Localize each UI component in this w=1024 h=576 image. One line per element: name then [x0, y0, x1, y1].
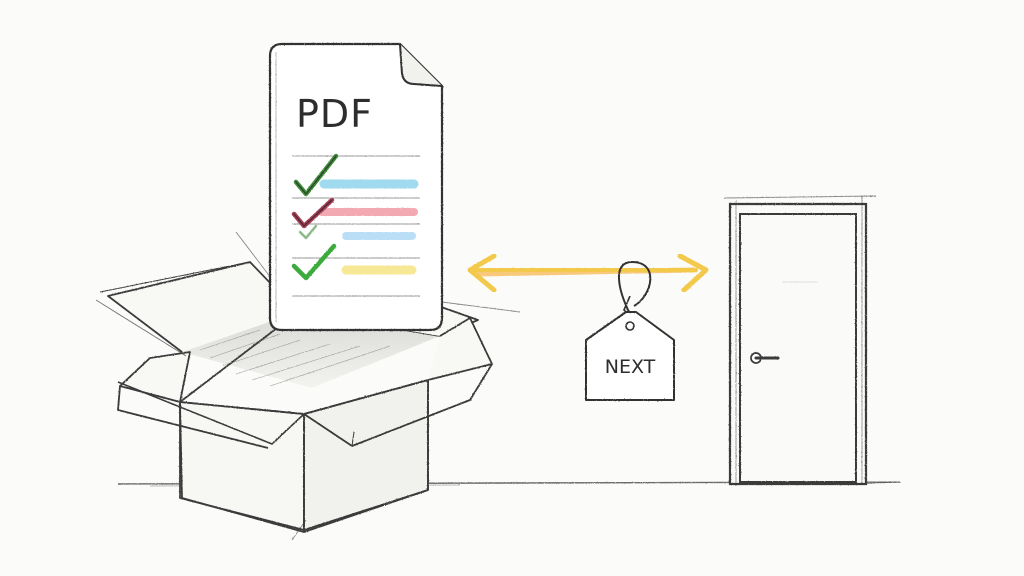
arrow-icon [467, 253, 709, 293]
document-icon [268, 42, 444, 332]
document-title: PDF [296, 92, 374, 136]
tag-label: NEXT [604, 356, 656, 378]
door-icon [723, 195, 897, 486]
check-icon [298, 224, 318, 240]
tag-icon [585, 260, 675, 401]
check-icon [291, 243, 337, 281]
door-handle-icon [750, 352, 780, 364]
